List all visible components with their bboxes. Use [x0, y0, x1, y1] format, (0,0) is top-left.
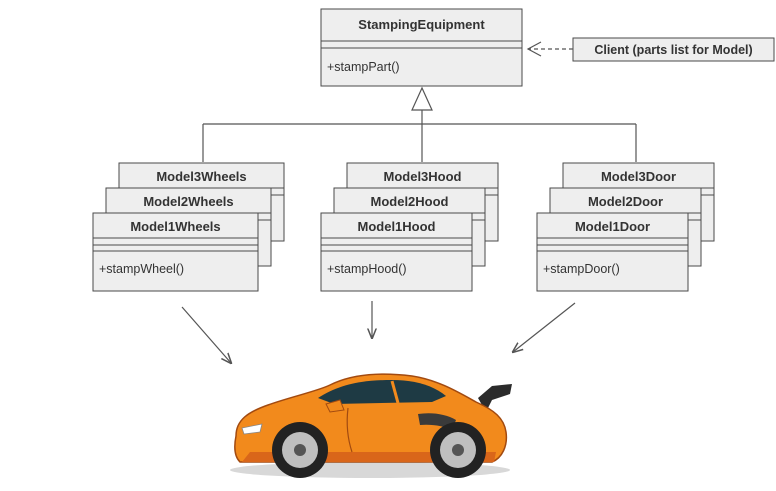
class-name: Model3Door: [601, 169, 676, 184]
class-box: [320, 212, 473, 292]
dependency-arrowhead: [526, 41, 542, 57]
sports-car-icon: [230, 373, 512, 478]
inheritance-triangle: [411, 86, 433, 111]
class-operation: +stampHood(): [327, 262, 407, 276]
arrow-wheels-to-car: [181, 306, 231, 363]
class-operation: +stampWheel(): [99, 262, 184, 276]
class-name: Model1Hood: [358, 219, 436, 234]
base-class-stamping-equipment: StampingEquipment +stampPart(): [320, 8, 523, 87]
class-name: Model1Door: [575, 219, 650, 234]
client-note: Client (parts list for Model): [526, 37, 775, 62]
car-mirror: [325, 399, 345, 413]
class-name: Model2Hood: [371, 194, 449, 209]
car-door-line: [346, 407, 353, 453]
class-name: Model2Wheels: [143, 194, 233, 209]
class-name: Model1Wheels: [130, 219, 220, 234]
arrow-door-to-car: [513, 302, 576, 352]
class-name: Model2Door: [588, 194, 663, 209]
car-rear-wheel: [430, 422, 486, 478]
base-class-operation: +stampPart(): [327, 60, 400, 74]
generalization-connectors: [202, 86, 637, 162]
class-operation: +stampDoor(): [543, 262, 620, 276]
product-arrows: [181, 301, 576, 363]
class-name: Model3Hood: [384, 169, 462, 184]
car-window: [318, 380, 446, 404]
class-model1hood: Model1Hood +stampHood(): [320, 212, 473, 292]
base-class-name: StampingEquipment: [358, 17, 485, 32]
class-model1door: Model1Door +stampDoor(): [536, 212, 689, 292]
client-label: Client (parts list for Model): [594, 43, 752, 57]
car-window-pillar: [390, 380, 400, 404]
class-name: Model3Wheels: [156, 169, 246, 184]
class-box: [536, 212, 689, 292]
car-headlight: [241, 423, 263, 435]
car-front-wheel: [272, 422, 328, 478]
car-spoiler: [478, 384, 512, 412]
class-box: [92, 212, 259, 292]
class-model1wheels: Model1Wheels +stampWheel(): [92, 212, 259, 292]
